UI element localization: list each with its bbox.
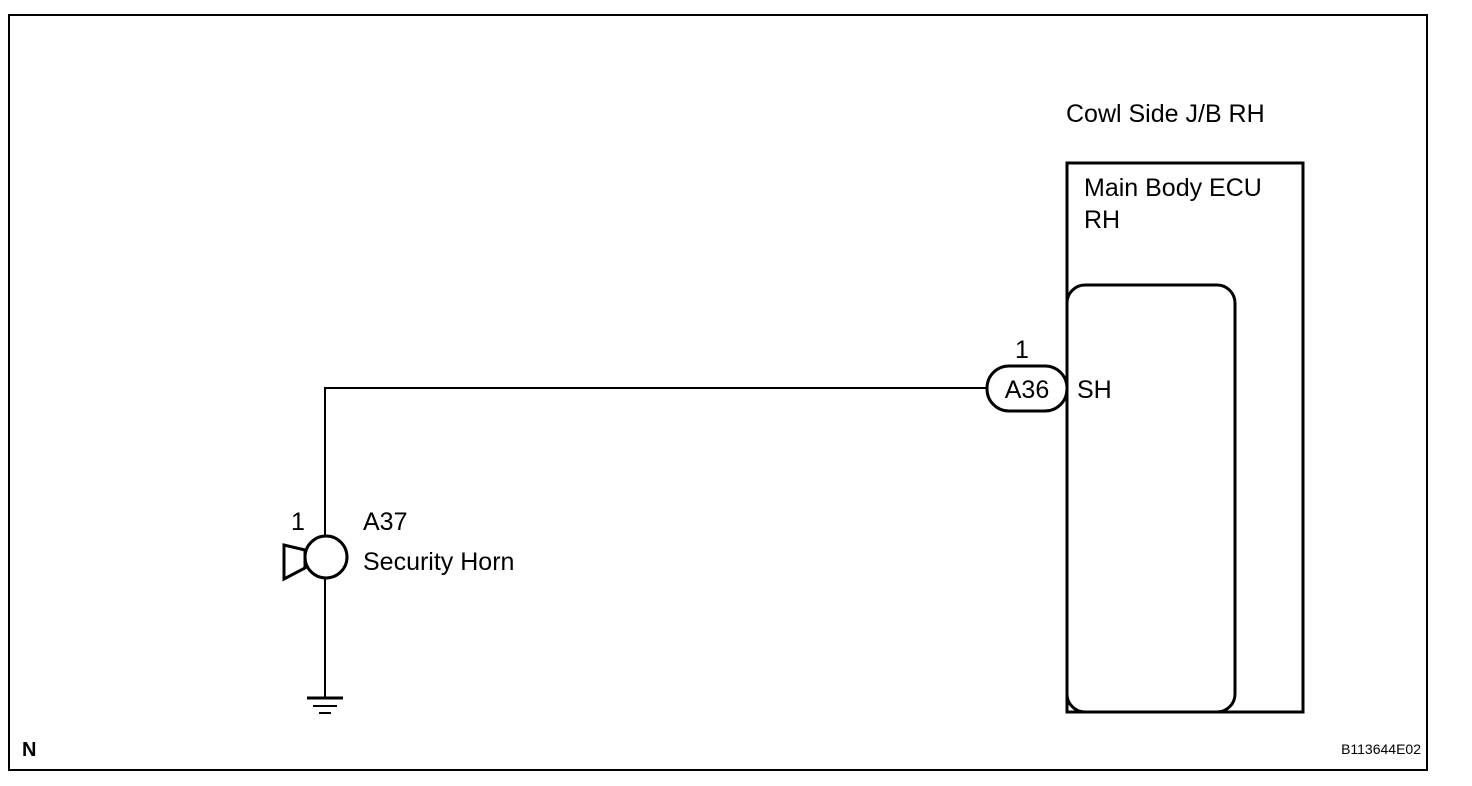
horn-pin: 1	[291, 508, 305, 536]
figure-code: B113644E02	[1341, 741, 1421, 757]
horn-bell-icon	[282, 543, 307, 582]
connector-a36-pin: 1	[1015, 336, 1029, 364]
footer-left-code: N	[22, 739, 36, 761]
horn-name: Security Horn	[363, 548, 514, 576]
ecu-label-line2: RH	[1084, 206, 1120, 234]
connector-a36	[985, 364, 1069, 413]
ecu-label-line1: Main Body ECU	[1084, 174, 1262, 202]
connector-a36-label: A36	[1005, 376, 1049, 404]
ecu-terminal-sh: SH	[1077, 376, 1112, 404]
diagram-frame	[8, 14, 1428, 771]
horn-icon	[303, 534, 349, 580]
wire-horn-to-a36	[324, 387, 987, 535]
horn-connector-id: A37	[363, 508, 407, 536]
ecu-inner-module	[1065, 283, 1237, 714]
ground-icon	[307, 696, 343, 714]
junction-block-label: Cowl Side J/B RH	[1066, 100, 1265, 128]
